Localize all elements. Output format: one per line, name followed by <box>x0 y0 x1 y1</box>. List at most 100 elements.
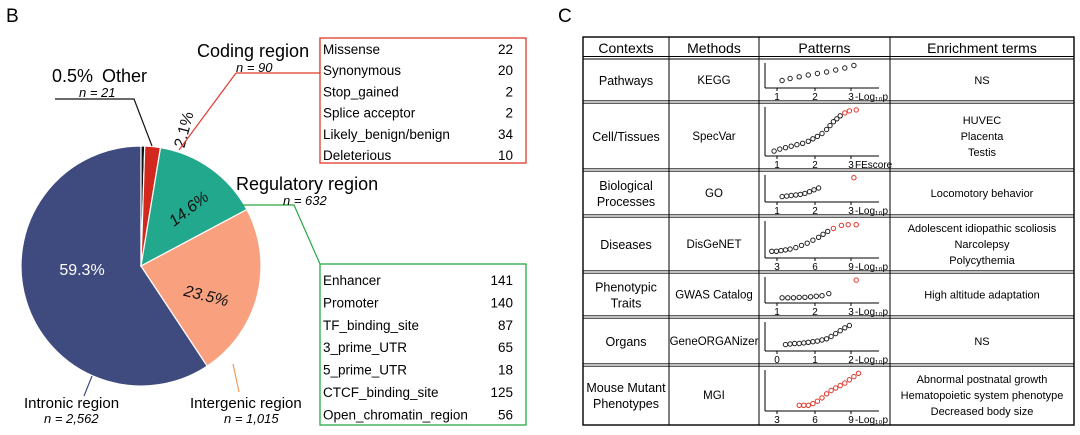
pattern-dot <box>842 65 848 71</box>
coding-region-count: n = 90 <box>236 60 273 75</box>
pattern-dot <box>833 330 839 337</box>
pattern-dot <box>814 398 821 404</box>
pattern-dot <box>819 130 825 137</box>
pattern-dot <box>806 189 813 195</box>
context-cell: Biological <box>599 179 653 193</box>
pattern-dot <box>842 380 848 386</box>
pattern-dot <box>815 234 822 241</box>
pie-chart <box>20 145 262 387</box>
pattern-dot <box>805 72 811 78</box>
coding-detail-box <box>319 37 527 164</box>
pattern-tick-label: 6 <box>812 415 818 426</box>
context-cell: Diseases <box>600 238 651 252</box>
other-count: n = 21 <box>79 85 116 100</box>
pattern-dot <box>810 237 816 243</box>
pattern-dot <box>853 277 859 283</box>
pattern-axis-label: -Log₁₀p <box>855 355 889 366</box>
pattern-dot <box>785 295 791 301</box>
pattern-dot <box>814 133 821 140</box>
regulatory-item-value: 87 <box>498 318 513 333</box>
pattern-dot <box>828 333 834 340</box>
pattern-dot <box>779 77 785 84</box>
pattern-dot <box>802 190 808 197</box>
pattern-dot <box>797 191 803 198</box>
pattern-dot <box>830 119 837 125</box>
pattern-dot <box>796 294 802 300</box>
pattern-dot <box>851 62 857 69</box>
pattern-dot <box>837 328 843 334</box>
enrichment-term: Narcolepsy <box>954 239 1010 251</box>
pattern-dot <box>796 402 802 408</box>
pattern-dot <box>810 339 816 345</box>
pattern-axis-label: -Log₁₀p <box>855 206 889 217</box>
pattern-dot <box>805 138 811 145</box>
pattern-dot <box>814 70 821 77</box>
coding-item-value: 34 <box>498 127 514 142</box>
pattern-dot <box>853 222 859 228</box>
pattern-tick-label: 0 <box>774 355 780 366</box>
context-cell: Phenotypic <box>595 281 657 295</box>
regulatory-item-label: 3_prime_UTR <box>323 340 407 355</box>
pattern-dot <box>846 322 853 329</box>
regulatory-item-label: Open_chromatin_region <box>323 407 468 422</box>
other-leader-line <box>55 98 153 147</box>
pattern-dot <box>782 145 789 151</box>
enrichment-term: Hematopoietic system phenotype <box>901 390 1064 402</box>
regulatory-item-label: 5_prime_UTR <box>323 363 407 378</box>
coding-region-title: Coding region <box>197 41 309 61</box>
pattern-dot <box>777 146 783 152</box>
pattern-dot <box>830 225 837 232</box>
enrichment-term: HUVEC <box>963 115 1002 127</box>
pattern-tick-label: 3 <box>774 415 780 426</box>
method-cell: GO <box>705 188 723 200</box>
intergenic-region-count: n = 1,015 <box>224 411 279 426</box>
coding-item-value: 2 <box>505 106 513 121</box>
method-cell: DisGeNET <box>687 239 742 251</box>
pattern-tick-label: 1 <box>812 355 818 366</box>
pattern-axis-label: FEscore <box>855 160 893 171</box>
pattern-dot <box>788 192 794 199</box>
pattern-dot <box>820 231 826 238</box>
pattern-tick-label: 2 <box>812 307 818 318</box>
pattern-dot <box>853 107 859 113</box>
pattern-dot <box>793 244 799 251</box>
pattern-tick-label: 2 <box>848 355 854 366</box>
other-title: Other <box>102 66 147 86</box>
regulatory-item-value: 140 <box>490 295 513 310</box>
coding-pointer-line <box>178 72 237 151</box>
regulatory-detail-box <box>319 263 527 426</box>
pattern-tick-label: 2 <box>812 206 818 217</box>
regulatory-item-value: 141 <box>490 273 513 288</box>
regulatory-item-value: 125 <box>490 385 513 400</box>
intronic-pointer-line <box>83 375 93 397</box>
pattern-dot <box>787 75 793 82</box>
pattern-dot <box>855 370 862 376</box>
method-cell: SpecVar <box>692 131 735 143</box>
pattern-dot <box>810 136 816 142</box>
enrichment-term: Placenta <box>961 131 1005 143</box>
pattern-dot <box>815 185 822 191</box>
table-border <box>582 36 1075 426</box>
intronic-region-title: Intronic region <box>24 395 119 412</box>
method-cell: KEGG <box>697 75 730 87</box>
pattern-dot <box>782 247 789 253</box>
regulatory-item-value: 18 <box>498 363 513 378</box>
pattern-dot <box>833 385 839 391</box>
intergenic-pointer-line <box>232 363 240 393</box>
enrichment-term: Locomotory behavior <box>931 188 1034 200</box>
pattern-dot <box>810 400 816 407</box>
pattern-dot <box>796 340 802 347</box>
coding-item-value: 2 <box>505 84 513 99</box>
pattern-tick-label: 3 <box>774 262 780 273</box>
regulatory-item-label: Promoter <box>323 295 379 310</box>
pattern-dot <box>778 247 784 254</box>
coding-item-value: 20 <box>498 63 513 78</box>
regulatory-region-title: Regulatory region <box>236 174 378 194</box>
pattern-dot <box>823 391 830 397</box>
context-cell: Phenotypes <box>593 397 659 411</box>
enrichment-term: Testis <box>968 147 997 159</box>
pattern-dot <box>769 248 775 255</box>
enrichment-term: Decreased body size <box>931 406 1034 418</box>
